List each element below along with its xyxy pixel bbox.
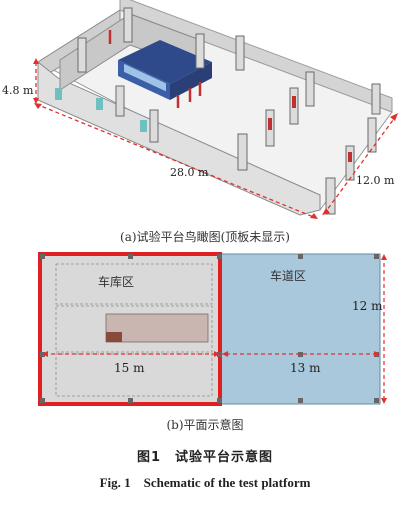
dim-plan-width-label: 12 m	[352, 299, 383, 313]
support-racks	[108, 30, 202, 108]
bus	[118, 40, 212, 100]
dim-height-label: 4.8 m	[2, 84, 34, 97]
vehicle-marker	[106, 332, 122, 342]
dim-lane-length-label: 13 m	[290, 361, 321, 375]
dimension-arrows	[33, 58, 398, 219]
parking-bays	[55, 263, 213, 397]
plan-dimension-lines	[44, 256, 385, 402]
dim-garage-length-label: 15 m	[114, 361, 145, 375]
door	[55, 88, 62, 100]
dimension-lines	[35, 62, 397, 219]
figure-title-en: Fig. 1 Schematic of the test platform	[99, 475, 311, 490]
lane-zone-label: 车道区	[270, 268, 306, 283]
aerial-view-diagram: 4.8 m 28.0 m 12.0 m	[2, 0, 398, 219]
dim-length-label: 28.0 m	[170, 166, 209, 179]
figure-title-cn: 图1 试验平台示意图	[136, 450, 274, 465]
door	[96, 98, 103, 110]
caption-a: (a)试验平台鸟瞰图(顶板未显示)	[120, 230, 290, 244]
vehicle	[105, 313, 209, 343]
garage-zone-label: 车库区	[98, 274, 134, 289]
pillar-markings	[268, 96, 352, 162]
dim-width-label: 12.0 m	[356, 174, 395, 187]
caption-b: (b)平面示意图	[166, 418, 244, 432]
door	[140, 120, 147, 132]
column-markers	[40, 254, 379, 403]
plan-view-diagram: 车库区 车道区 15 m 13 m 12 m	[38, 252, 387, 406]
lane-zone	[219, 253, 381, 405]
back-wall	[119, 0, 393, 113]
plan-dimension-arrows	[42, 254, 387, 404]
